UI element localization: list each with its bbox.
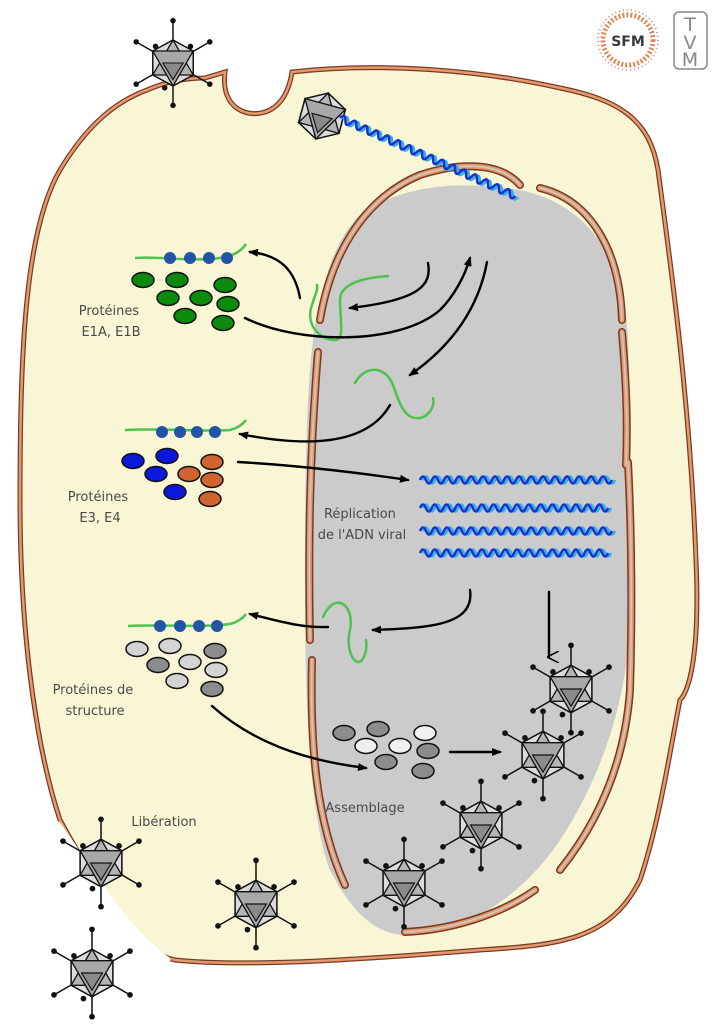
tvm-letter: M xyxy=(682,49,698,71)
label-proteins-e3e4: Protéines E3, E4 xyxy=(68,490,132,526)
arrow-export-early xyxy=(248,248,302,300)
label-line: Protéines de xyxy=(53,683,134,698)
arrow-export-e3e4 xyxy=(238,403,392,443)
tvm-logo: T V M xyxy=(673,11,708,71)
proteins-e4 xyxy=(177,453,224,508)
label-line: de l'ADN viral xyxy=(318,528,407,543)
label-line: Protéines xyxy=(79,304,140,319)
mrna-late-nucleus xyxy=(321,601,368,664)
label-proteins-structure: Protéines de structure xyxy=(53,683,138,719)
label-line: Protéines xyxy=(68,490,129,505)
arrow-export-late xyxy=(248,611,330,629)
sfm-logo: SFM xyxy=(597,9,659,71)
entering-virion xyxy=(297,91,521,202)
label-liberation: Libération xyxy=(131,815,196,830)
mrna-early-pore xyxy=(309,274,390,342)
label-replication: Réplication de l'ADN viral xyxy=(318,507,407,543)
label-line: E1A, E1B xyxy=(81,325,140,340)
arrow-structure-to-assembly xyxy=(210,704,368,772)
sfm-logo-text: SFM xyxy=(611,34,645,50)
arrow-transcription-early xyxy=(348,261,430,312)
mrna-polysome-e1 xyxy=(134,243,248,264)
arrow-transcription-late xyxy=(371,588,472,634)
mrna-polysome-e3e4 xyxy=(124,419,247,438)
label-proteins-e1: Protéines E1A, E1B xyxy=(79,304,143,340)
tvm-letter: T xyxy=(683,14,696,36)
label-line: E3, E4 xyxy=(79,511,120,526)
proteins-assembly xyxy=(332,720,440,780)
arrow-e1-to-nucleus xyxy=(243,256,472,339)
arrow-transcription-e3e4 xyxy=(408,260,489,377)
proteins-e3 xyxy=(121,447,187,501)
label-line: structure xyxy=(66,704,125,719)
label-assemblage: Assemblage xyxy=(325,801,404,816)
mrna-polysome-structure xyxy=(127,613,247,632)
mrna-early-nucleus xyxy=(353,368,435,420)
arrow-e3e4-to-replication xyxy=(236,460,410,483)
proteins-e1 xyxy=(131,271,240,332)
tvm-letter: V xyxy=(684,32,697,54)
proteins-structure xyxy=(125,637,228,698)
label-line: Réplication xyxy=(324,507,396,522)
arrows xyxy=(210,248,549,772)
